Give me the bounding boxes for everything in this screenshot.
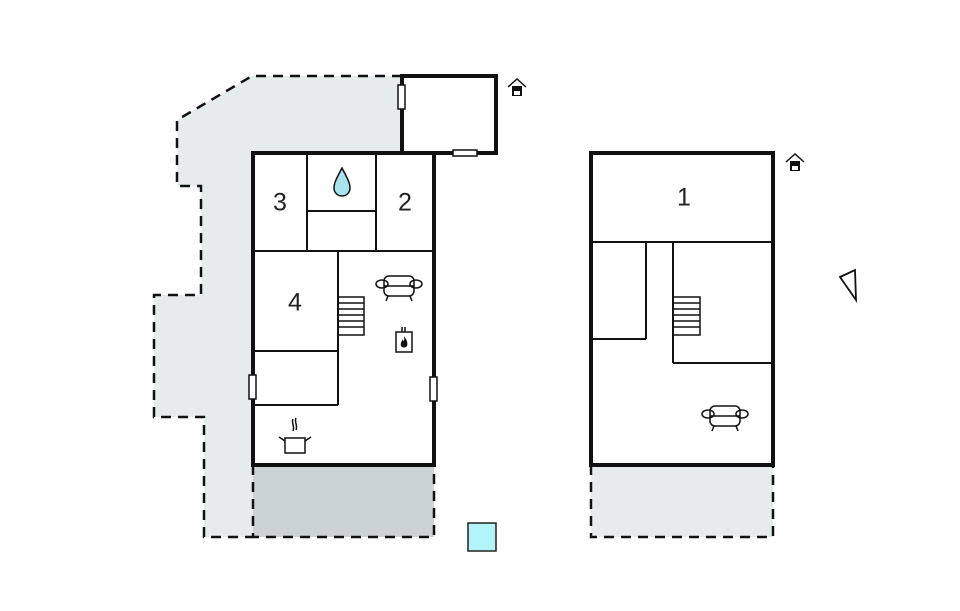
covered-terrace xyxy=(253,465,434,537)
covered-terrace-border xyxy=(251,465,436,539)
terrace-outline xyxy=(154,76,402,537)
balcony-dashed-border xyxy=(589,465,775,539)
upper-floor: 1 xyxy=(589,151,858,539)
room-label-1: 1 xyxy=(677,184,691,212)
terrace-dashed-border xyxy=(152,74,402,539)
entrance-house-icon xyxy=(507,77,527,96)
upper-floor-walls xyxy=(589,151,775,467)
ground-floor: 3 2 4 xyxy=(152,74,527,552)
fireplace-icon xyxy=(395,327,413,353)
entrance-house-icon xyxy=(785,152,805,171)
pool-square-icon xyxy=(467,522,497,552)
room-label-3: 3 xyxy=(273,189,287,217)
main-house-walls xyxy=(251,151,436,467)
annex-window-left xyxy=(397,84,406,110)
window-west xyxy=(248,374,257,400)
water-drop-icon xyxy=(333,166,351,197)
annex-window-bottom xyxy=(452,149,478,157)
stairs-icon xyxy=(672,296,701,336)
window-east xyxy=(429,376,438,402)
sofa-icon xyxy=(375,275,423,302)
annex-walls xyxy=(400,74,498,155)
room-label-2: 2 xyxy=(398,189,412,217)
north-arrow-icon xyxy=(838,268,858,304)
sofa-icon xyxy=(701,405,749,432)
room-label-4: 4 xyxy=(288,289,302,317)
stairs-icon xyxy=(337,296,365,336)
kitchen-pot-icon xyxy=(278,417,312,454)
balcony-area xyxy=(591,465,773,537)
